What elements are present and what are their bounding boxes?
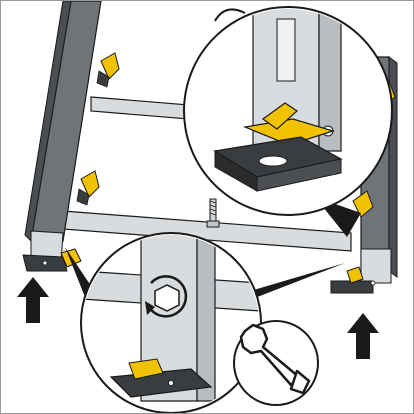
left-foot bbox=[22, 248, 82, 272]
left-leg-latch-upper bbox=[96, 52, 120, 88]
up-arrow-icon-right bbox=[347, 313, 379, 359]
rotation-arrow-icon bbox=[145, 275, 188, 318]
bolt bbox=[206, 198, 220, 228]
detail-circle-latch bbox=[183, 6, 393, 216]
open-wrench-icon bbox=[233, 320, 319, 406]
up-arrow-icon-left bbox=[17, 277, 49, 323]
right-leg-latch-lower bbox=[352, 190, 374, 218]
left-leg-latch-lower bbox=[76, 170, 100, 206]
detail-circle-bolt bbox=[80, 232, 262, 413]
right-foot bbox=[330, 266, 376, 294]
